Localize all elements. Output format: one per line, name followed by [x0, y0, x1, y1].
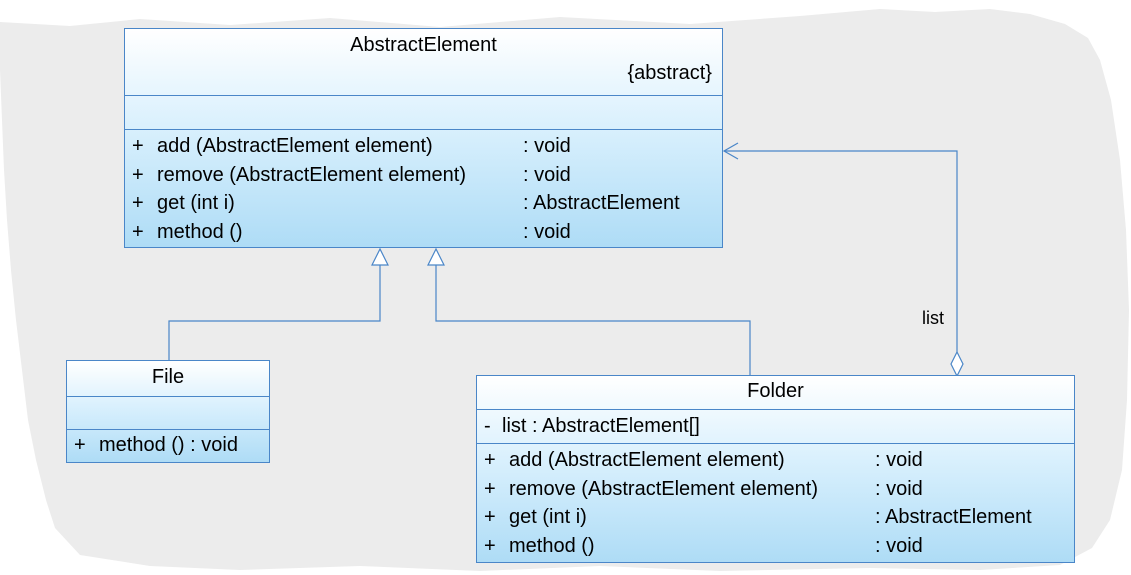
aggregation-line [724, 150, 958, 352]
class-name: AbstractElement [350, 34, 497, 56]
operation-return-type: : void [875, 449, 923, 471]
abstract-element-name-compartment: AbstractElement {abstract} [125, 29, 722, 95]
visibility-marker: + [484, 449, 496, 471]
file-attribute-compartment [67, 396, 269, 429]
operation-signature: add (AbstractElement element) [157, 135, 433, 157]
visibility-marker: + [132, 220, 144, 243]
operation-signature: method () : void [99, 434, 238, 456]
abstract-element-operation-compartment: + add (AbstractElement element) : void +… [125, 129, 722, 246]
visibility-marker: + [132, 135, 144, 157]
operation-row: + remove (AbstractElement element) : voi… [125, 161, 722, 190]
folder-generalization-arrowhead [427, 247, 445, 266]
operation-row: + add (AbstractElement element) : void [125, 132, 722, 161]
operation-return-type: : AbstractElement [875, 506, 1032, 528]
class-name: Folder [747, 380, 804, 402]
operation-row: + get (int i) : AbstractElement [125, 189, 722, 218]
file-name-compartment: File [67, 361, 269, 396]
abstract-element-attribute-compartment [125, 95, 722, 129]
operation-row: + remove (AbstractElement element) : voi… [477, 475, 1074, 504]
visibility-marker: + [74, 434, 86, 456]
operation-return-type: : void [523, 135, 571, 157]
folder-operation-compartment: + add (AbstractElement element) : void +… [477, 443, 1074, 560]
operation-signature: add (AbstractElement element) [509, 449, 785, 471]
operation-row: + add (AbstractElement element) : void [477, 446, 1074, 475]
file-generalization-arrowhead [371, 247, 389, 266]
operation-signature: get (int i) [509, 506, 587, 528]
operation-signature: remove (AbstractElement element) [509, 477, 819, 500]
file-class[interactable]: File + method () : void [66, 360, 270, 463]
operation-return-type: : void [875, 534, 923, 557]
attribute-row: - list : AbstractElement[] [477, 412, 1074, 441]
operation-return-type: : void [523, 163, 571, 186]
visibility-marker: + [484, 477, 496, 500]
abstract-element-class[interactable]: AbstractElement {abstract} + add (Abstra… [124, 28, 723, 248]
operation-signature: get (int i) [157, 192, 235, 214]
operation-row: + method () : void [125, 218, 722, 247]
file-generalization-line [168, 265, 381, 360]
class-name: File [151, 366, 185, 388]
visibility-marker: + [484, 506, 496, 528]
aggregation-open-arrowhead [722, 142, 739, 160]
file-operation-compartment: + method () : void [67, 429, 269, 460]
visibility-marker: - [484, 415, 491, 437]
folder-attribute-compartment: - list : AbstractElement[] [477, 409, 1074, 443]
operation-row: + get (int i) : AbstractElement [477, 503, 1074, 532]
folder-generalization-line [435, 265, 751, 375]
operation-signature: method () [157, 220, 243, 243]
aggregation-role-label: list [922, 308, 944, 328]
visibility-marker: + [484, 534, 496, 557]
operation-signature: method () [509, 534, 595, 557]
visibility-marker: + [132, 192, 144, 214]
operation-return-type: : AbstractElement [523, 192, 680, 214]
operation-row: + method () : void [67, 431, 269, 460]
operation-return-type: : void [523, 220, 571, 243]
folder-name-compartment: Folder [477, 376, 1074, 409]
attribute-signature: list : AbstractElement[] [502, 415, 700, 437]
class-stereotype: {abstract} [627, 62, 712, 84]
folder-class[interactable]: Folder - list : AbstractElement[] + add … [476, 375, 1075, 563]
visibility-marker: + [132, 163, 144, 186]
operation-return-type: : void [875, 477, 923, 500]
operation-row: + method () : void [477, 532, 1074, 561]
operation-signature: remove (AbstractElement element) [157, 163, 467, 186]
